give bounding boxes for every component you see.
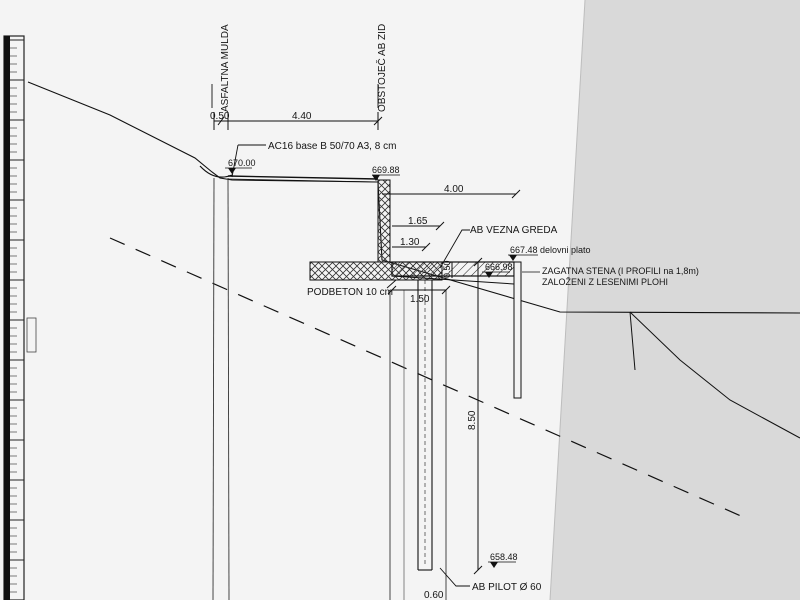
sheet-pile-label-2: ZALOŽENI Z LESENIMI PLOHI <box>542 277 668 287</box>
pile-length-value: 8.50 <box>467 410 478 430</box>
pile-leader <box>439 567 470 587</box>
span1-value: 1.65 <box>408 216 428 227</box>
lean-concrete-label: PODBETON 10 cm <box>307 287 393 298</box>
beam-width-dimension <box>387 285 451 295</box>
pile-label: AB PILOT Ø 60 <box>472 582 542 593</box>
gutter-offset-value: 0.50 <box>210 111 230 122</box>
gutter-to-wall-value: 4.40 <box>292 111 312 122</box>
beam-width-value: 1.50 <box>410 294 430 305</box>
scale-marker <box>26 317 37 353</box>
pile-length-dimension <box>473 257 483 575</box>
paper-sheet-shadow <box>550 0 800 600</box>
sheet-pile-label-1: ZAGATNA STENA (I PROFILI na 1,8m) <box>542 266 699 276</box>
section-edge <box>629 311 636 371</box>
pile-toe-elevation: 658.48 <box>490 552 518 562</box>
overhang-value: 4.00 <box>444 184 464 195</box>
existing-wall-label: OBSTOJEČ AB ZID <box>375 24 388 112</box>
elevation-scale <box>3 35 37 600</box>
asphalt-gutter-label: ASFALTNA MULDA <box>220 24 231 112</box>
lean-concrete-leader <box>386 279 397 289</box>
wall-elevation: 669.88 <box>372 165 400 175</box>
pile-diameter-value: 0.60 <box>424 590 444 600</box>
elevation-markers <box>225 167 538 568</box>
beam-elevation: 666.98 <box>485 262 513 272</box>
sheet-pile <box>513 261 522 399</box>
wall-overhang-dimension <box>382 189 521 199</box>
gutter-guide-left <box>212 177 215 600</box>
gutter-elevation: 670.00 <box>228 158 256 168</box>
paper-edge <box>549 0 586 600</box>
scale-ticks <box>10 39 24 593</box>
top-dimension <box>211 84 383 130</box>
asphalt-layer <box>227 175 379 180</box>
paper-sheet-main <box>0 0 585 600</box>
tie-beam-leader <box>439 229 470 269</box>
rock-line <box>109 237 751 521</box>
tie-beam-label: AB VEZNA GREDA <box>470 225 558 236</box>
beam-span-2-dimension <box>392 242 431 252</box>
work-platform-label: 667.48 delovni plato <box>510 245 591 255</box>
span2-value: 1.30 <box>400 237 420 248</box>
existing-wall <box>377 179 391 263</box>
gutter-guide-right <box>227 177 230 600</box>
asphalt-spec-label: AC16 base B 50/70 A3, 8 cm <box>268 141 396 152</box>
bored-pile <box>389 280 447 600</box>
terrain-line <box>27 81 800 314</box>
downhill-slope <box>629 311 800 439</box>
beam-span-1-dimension <box>392 221 445 231</box>
beam-depth-value: 0.50 <box>442 260 452 278</box>
